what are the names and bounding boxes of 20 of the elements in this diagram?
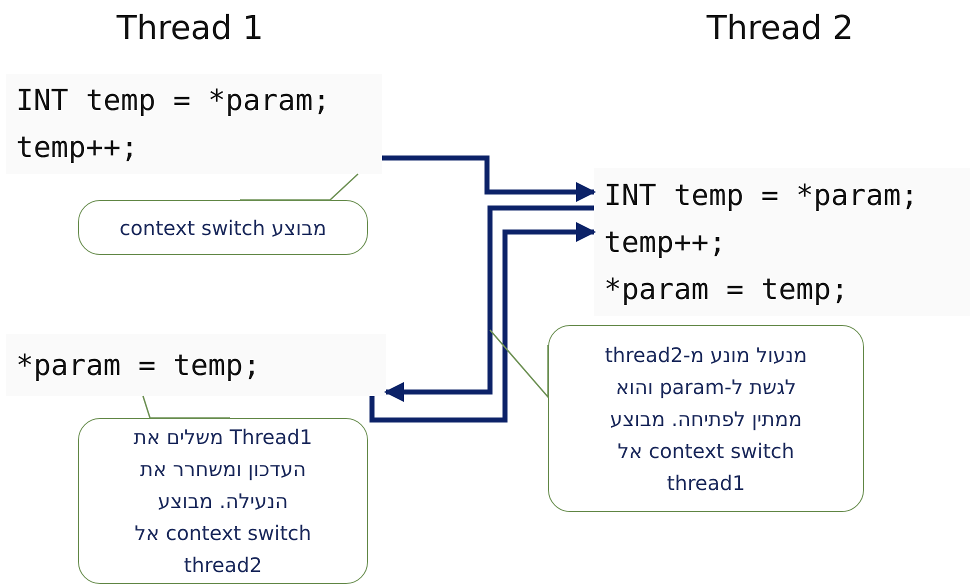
- arrow: [382, 156, 596, 202]
- code-block: [6, 74, 382, 174]
- speech-bubble: [78, 200, 368, 255]
- code-line: *param = temp;: [604, 270, 850, 308]
- arrow: [384, 206, 594, 402]
- column-heading: Thread 1: [116, 8, 264, 47]
- code-line: temp++;: [604, 224, 728, 260]
- callout-text: מנעול מונע מ-thread2 לגשת ל-param והוא ממתין לפתיחה. מבוצע context switch אל thread1: [604, 342, 808, 496]
- code-line: INT temp = *param;: [604, 176, 920, 214]
- code-block: [6, 334, 386, 396]
- code-block: [594, 168, 970, 316]
- speech-bubble: [78, 418, 368, 584]
- code-line: *param = temp;: [16, 346, 262, 384]
- speech-bubble: [548, 325, 864, 512]
- arrow: [370, 222, 596, 422]
- callout-text: מבוצע context switch: [120, 214, 326, 242]
- code-line: temp++;: [16, 129, 140, 166]
- column-heading: Thread 2: [706, 8, 854, 47]
- code-line: INT temp = *param;: [16, 82, 332, 119]
- callout-text: Thread1 משלים את העדכון ומשחרר את הנעילה. מבוצע context switch אל thread2: [132, 424, 314, 579]
